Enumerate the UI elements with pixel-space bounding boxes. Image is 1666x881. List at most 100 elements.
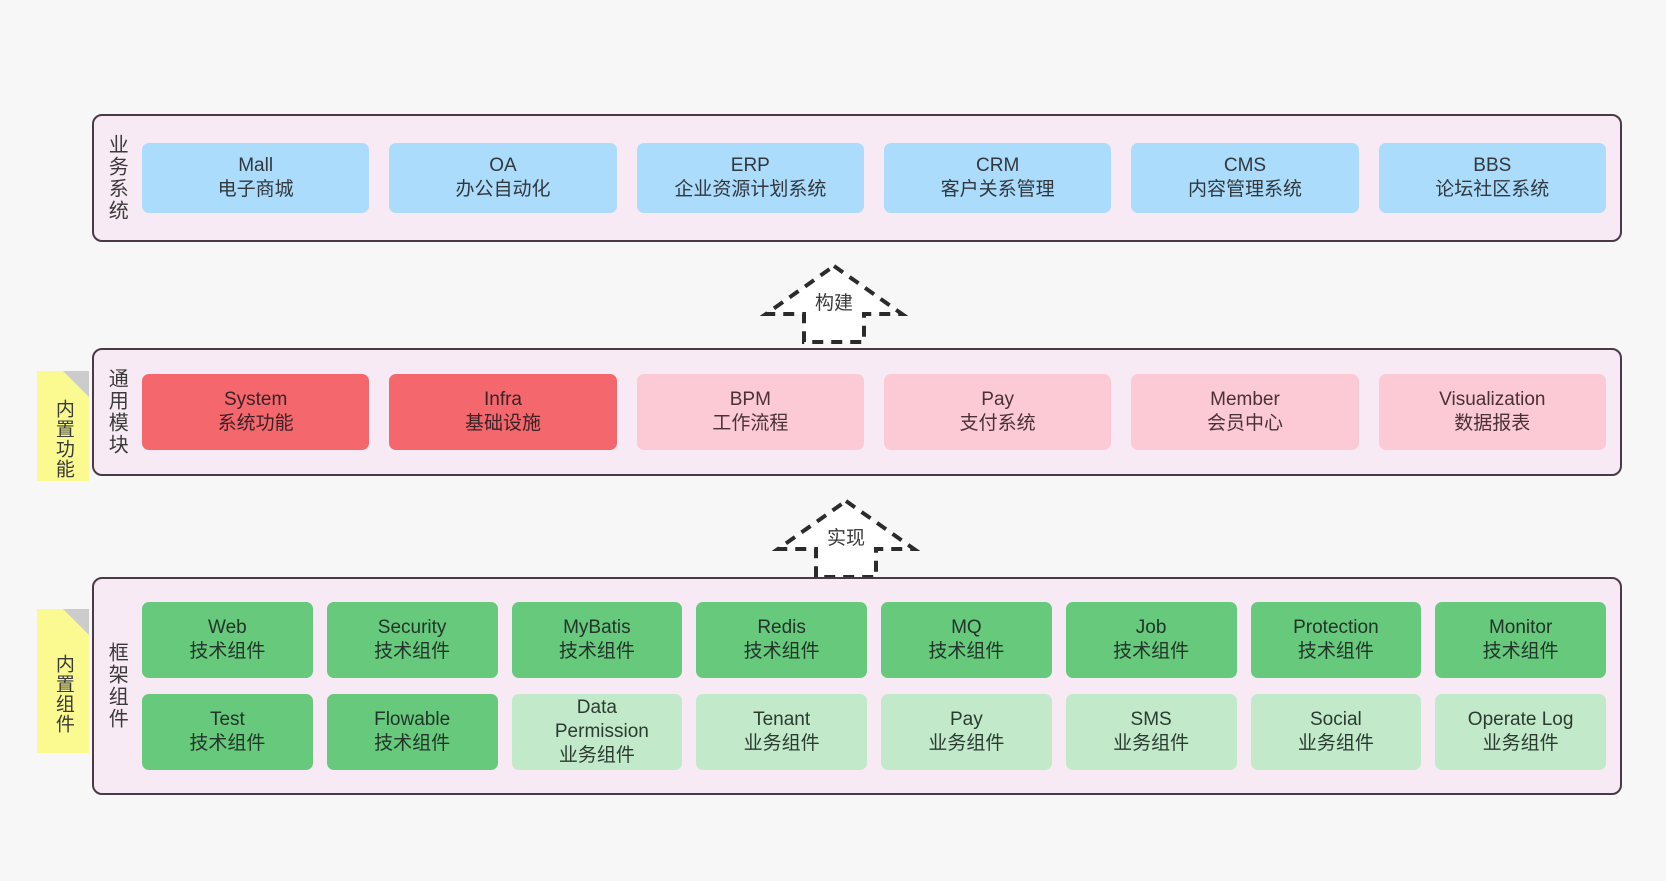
note-fold-icon [63, 371, 89, 397]
card-title: Test [209, 708, 245, 730]
card-pay[interactable]: Pay 支付系统 [883, 374, 1112, 450]
card-title: Pay [950, 708, 983, 730]
card-subtitle: 技术组件 [189, 641, 266, 662]
card-bpm[interactable]: BPM 工作流程 [636, 374, 864, 450]
card-subtitle: 基础设施 [464, 413, 541, 434]
card-title: OA [489, 154, 517, 176]
layer-caption-business-systems: 业务系统 [105, 134, 128, 222]
card-web[interactable]: Web 技术组件 [142, 602, 313, 678]
card-operate-log[interactable]: Operate Log 业务组件 [1435, 694, 1606, 770]
card-monitor[interactable]: Monitor 技术组件 [1435, 602, 1606, 678]
card-subtitle: 数据报表 [1454, 413, 1531, 434]
card-mall[interactable]: Mall 电子商城 [142, 143, 370, 213]
card-sms[interactable]: SMS 业务组件 [1065, 694, 1237, 770]
card-title: BPM [729, 388, 771, 410]
note-builtin-components: 内置组件 [37, 609, 89, 753]
card-title: Redis [757, 616, 806, 638]
card-subtitle: 业务组件 [558, 745, 635, 767]
card-subtitle: 技术组件 [1113, 641, 1190, 662]
card-title: SMS [1130, 708, 1172, 730]
card-data-permission[interactable]: Data Permission 业务组件 [511, 694, 683, 770]
card-visualization[interactable]: Visualization 数据报表 [1378, 374, 1606, 450]
card-job[interactable]: Job 技术组件 [1065, 602, 1237, 678]
card-pay-business[interactable]: Pay 业务组件 [881, 694, 1052, 770]
card-title: System [223, 388, 288, 410]
card-redis[interactable]: Redis 技术组件 [696, 602, 867, 678]
card-subtitle: 系统功能 [217, 413, 294, 434]
connector-build-arrow-icon [760, 263, 908, 344]
card-title: Tenant [753, 708, 811, 730]
note-fold-icon [63, 609, 89, 635]
card-title: Member [1210, 388, 1280, 410]
card-title: Protection [1293, 616, 1379, 638]
card-tenant[interactable]: Tenant 业务组件 [696, 694, 867, 770]
card-subtitle: 办公自动化 [455, 179, 551, 200]
card-title: Operate Log [1467, 708, 1574, 730]
card-title: Social [1310, 708, 1362, 730]
card-title: Job [1135, 616, 1167, 638]
card-title: Flowable [374, 708, 451, 730]
card-oa[interactable]: OA 办公自动化 [389, 143, 617, 213]
card-subtitle: 业务组件 [1297, 733, 1374, 754]
card-title: ERP [730, 154, 770, 176]
card-subtitle: 客户关系管理 [940, 179, 1055, 200]
card-title: Infra [483, 388, 522, 410]
card-title: Monitor [1488, 616, 1553, 638]
layer-caption-common-modules: 通用模块 [105, 368, 128, 456]
card-subtitle: 技术组件 [374, 641, 451, 662]
card-cms[interactable]: CMS 内容管理系统 [1131, 143, 1359, 213]
card-row: Web 技术组件 Security 技术组件 MyBatis 技术组件 Redi… [142, 602, 1606, 678]
card-member[interactable]: Member 会员中心 [1131, 374, 1359, 450]
card-subtitle: 企业资源计划系统 [674, 179, 827, 200]
card-title: Visualization [1439, 388, 1546, 410]
card-bbs[interactable]: BBS 论坛社区系统 [1378, 143, 1606, 213]
card-subtitle: 会员中心 [1206, 413, 1283, 434]
card-subtitle: 技术组件 [928, 641, 1005, 662]
card-subtitle: 业务组件 [1482, 733, 1559, 754]
card-subtitle: 论坛社区系统 [1435, 179, 1550, 200]
card-title: BBS [1473, 154, 1512, 176]
card-mybatis[interactable]: MyBatis 技术组件 [511, 602, 683, 678]
layer-common-modules: 通用模块 System 系统功能 Infra 基础设施 BPM 工作流程 Pay… [92, 348, 1622, 476]
card-title: Mall [238, 154, 274, 176]
card-infra[interactable]: Infra 基础设施 [389, 374, 617, 450]
card-subtitle: 技术组件 [374, 733, 451, 754]
card-subtitle: 技术组件 [189, 733, 266, 754]
card-flowable[interactable]: Flowable 技术组件 [326, 694, 498, 770]
card-row: Test 技术组件 Flowable 技术组件 Data Permission … [142, 694, 1606, 770]
layer-business-systems: 业务系统 Mall 电子商城 OA 办公自动化 ERP 企业资源计划系统 CRM… [92, 114, 1622, 242]
card-subtitle: 业务组件 [928, 733, 1005, 754]
card-erp[interactable]: ERP 企业资源计划系统 [636, 143, 864, 213]
card-subtitle: 业务组件 [1113, 733, 1190, 754]
layer-caption-framework-components: 框架组件 [105, 642, 128, 730]
note-label: 内置功能 [52, 399, 74, 479]
card-subtitle: 内容管理系统 [1187, 179, 1302, 200]
layer-framework-components: 框架组件 Web 技术组件 Security 技术组件 MyBatis 技术组件… [92, 577, 1622, 795]
card-subtitle: 技术组件 [1297, 641, 1374, 662]
card-crm[interactable]: CRM 客户关系管理 [883, 143, 1112, 213]
layer-body-framework-components: Web 技术组件 Security 技术组件 MyBatis 技术组件 Redi… [138, 579, 1620, 793]
card-title: CMS [1223, 154, 1267, 176]
card-mq[interactable]: MQ 技术组件 [881, 602, 1052, 678]
card-subtitle: 技术组件 [743, 641, 820, 662]
card-title: CRM [976, 154, 1020, 176]
connector-implement-arrow-icon [772, 498, 920, 579]
note-builtin-features: 内置功能 [37, 371, 89, 481]
card-test[interactable]: Test 技术组件 [142, 694, 313, 770]
card-subtitle: 支付系统 [959, 413, 1036, 434]
card-row: System 系统功能 Infra 基础设施 BPM 工作流程 Pay 支付系统… [142, 374, 1606, 450]
card-subtitle: 业务组件 [743, 733, 820, 754]
layer-body-common-modules: System 系统功能 Infra 基础设施 BPM 工作流程 Pay 支付系统… [138, 350, 1620, 474]
layer-body-business-systems: Mall 电子商城 OA 办公自动化 ERP 企业资源计划系统 CRM 客户关系… [138, 116, 1620, 240]
card-system[interactable]: System 系统功能 [142, 374, 370, 450]
card-title: MQ [951, 616, 982, 638]
card-protection[interactable]: Protection 技术组件 [1250, 602, 1422, 678]
card-row: Mall 电子商城 OA 办公自动化 ERP 企业资源计划系统 CRM 客户关系… [142, 143, 1606, 213]
card-subtitle: 技术组件 [558, 641, 635, 662]
card-subtitle: 技术组件 [1482, 641, 1559, 662]
card-title: Pay [981, 388, 1015, 410]
card-social[interactable]: Social 业务组件 [1250, 694, 1422, 770]
card-security[interactable]: Security 技术组件 [326, 602, 498, 678]
connector-implement: 实现 [772, 497, 920, 581]
